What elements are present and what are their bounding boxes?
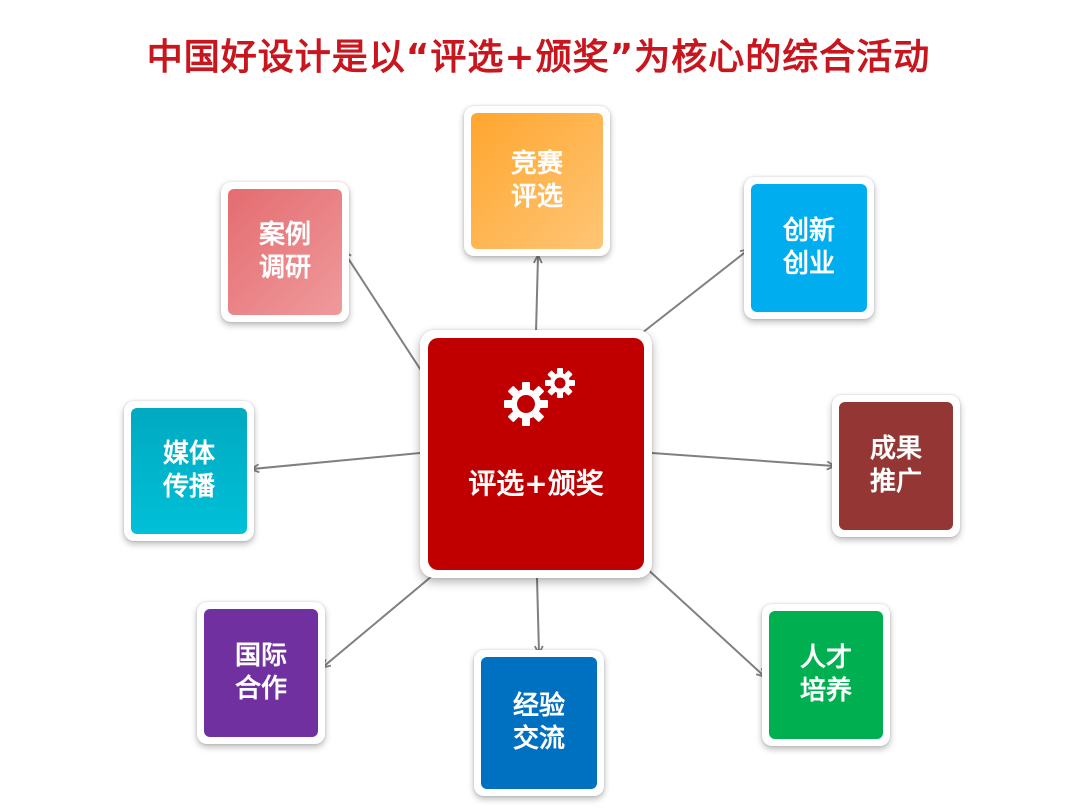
connector-international-cooperation <box>323 575 433 667</box>
node-result-promotion: 成果推广 <box>832 395 960 537</box>
node-competition-review-fill: 竞赛评选 <box>471 113 603 249</box>
node-innovation-startup-fill: 创新创业 <box>751 184 867 312</box>
node-competition-review: 竞赛评选 <box>464 106 610 256</box>
node-innovation-startup-label: 创新创业 <box>782 216 835 279</box>
connector-media-communication <box>252 452 421 469</box>
node-case-research: 案例调研 <box>221 182 349 322</box>
gears-icon <box>504 368 575 426</box>
connector-competition-review <box>536 256 538 333</box>
connector-result-promotion <box>651 452 834 466</box>
page-title: 中国好设计是以“评选+颁奖”为核心的综合活动 <box>146 37 931 78</box>
node-experience-exchange: 经验交流 <box>474 650 604 796</box>
node-media-communication-label: 媒体传播 <box>162 439 215 502</box>
node-media-communication-fill: 媒体传播 <box>131 408 247 534</box>
node-case-research-label: 案例调研 <box>258 220 311 283</box>
node-experience-exchange-fill: 经验交流 <box>481 657 597 789</box>
connector-case-research <box>344 252 425 376</box>
connector-talent-training <box>643 565 764 676</box>
node-international-cooperation-label: 国际合作 <box>234 641 287 704</box>
node-case-research-fill: 案例调研 <box>228 189 342 315</box>
node-talent-training-fill: 人才培养 <box>769 611 883 739</box>
node-international-cooperation: 国际合作 <box>197 602 325 744</box>
node-talent-training: 人才培养 <box>762 604 890 746</box>
center-node: 评选+颁奖 <box>420 330 652 578</box>
node-international-cooperation-fill: 国际合作 <box>204 609 318 737</box>
node-result-promotion-fill: 成果推广 <box>839 402 953 530</box>
node-result-promotion-label: 成果推广 <box>869 434 922 497</box>
node-competition-review-label: 竞赛评选 <box>510 149 563 212</box>
node-experience-exchange-label: 经验交流 <box>512 691 565 754</box>
connector-innovation-startup <box>641 250 748 334</box>
node-talent-training-label: 人才培养 <box>799 643 852 706</box>
center-node-label: 评选+颁奖 <box>468 467 604 500</box>
connector-experience-exchange <box>537 577 539 653</box>
node-media-communication: 媒体传播 <box>124 401 254 541</box>
center-node-fill: 评选+颁奖 <box>428 338 644 570</box>
node-innovation-startup: 创新创业 <box>744 177 874 319</box>
